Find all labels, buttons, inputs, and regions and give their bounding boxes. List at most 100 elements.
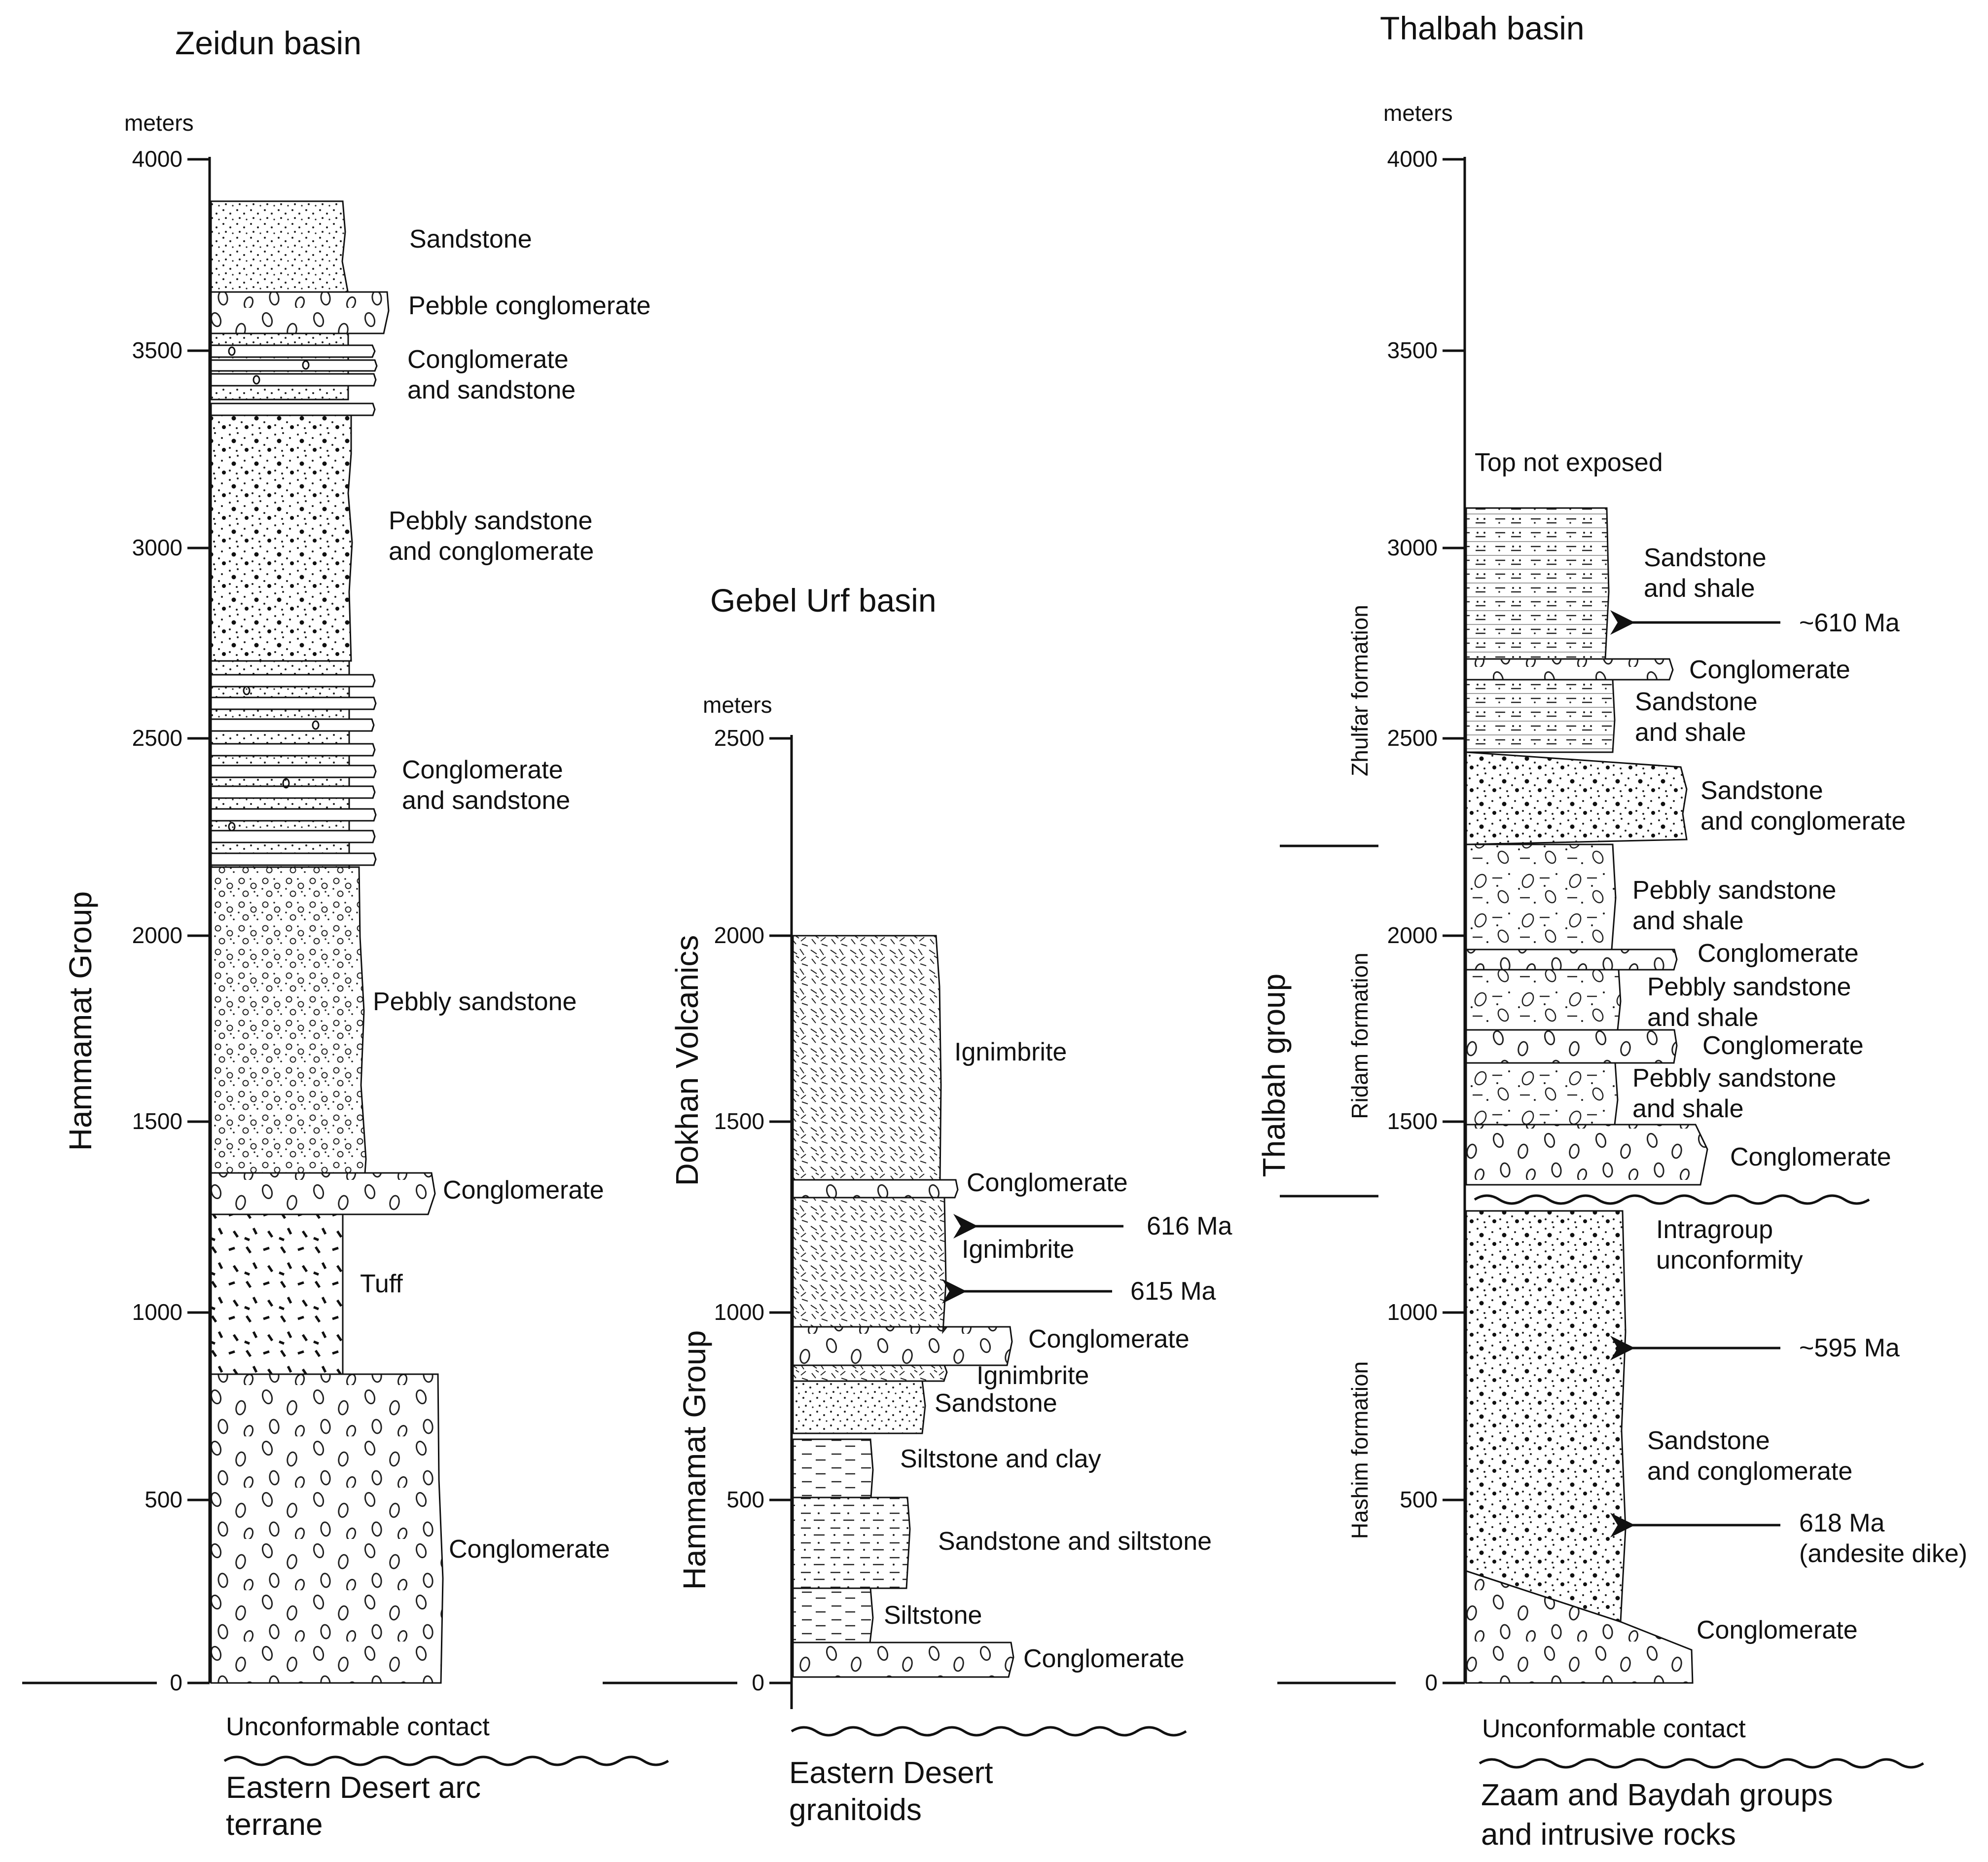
thalbah-ticks: 4000 3500 3000 2500 2000 1500 1000 500 0 [1387,146,1465,1695]
zeidun-column: Zeidun basin meters 4000 3500 3000 2500 … [22,25,669,1842]
zeidun-unit-tuff [210,1213,344,1375]
gebel-urf-column: Gebel Urf basin meters 2500 2000 1500 10… [603,582,1232,1827]
thalbah-label: Pebbly sandstone [1647,973,1851,1001]
thalbah-tick: 3000 [1387,535,1438,560]
thalbah-unit-sandstone-shale-lower [1465,679,1616,753]
gebel-urf-label: Siltstone and clay [900,1445,1101,1473]
thalbah-unit-conglomerate-base [1465,1570,1694,1684]
thalbah-top-note: Top not exposed [1475,448,1663,477]
thalbah-label: and shale [1647,1003,1759,1032]
zeidun-unit-cong-sandstone-upper [210,332,378,416]
thalbah-label: Sandstone [1635,688,1758,716]
zeidun-unit-pebbly-sandstone-conglomerate [210,414,353,662]
gebel-urf-ticks: 2500 2000 1500 1000 500 0 [714,725,792,1695]
gebel-urf-unit-conglomerate-upper [792,1179,959,1199]
gebel-urf-label: Conglomerate [1023,1644,1185,1673]
zeidun-label: Conglomerate [407,345,569,374]
thalbah-base-contact: Unconformable contact [1482,1715,1746,1743]
thalbah-unit-pebbly-shale-1 [1465,843,1617,950]
zeidun-label: Pebble conglomerate [408,292,651,320]
gebel-urf-label: Ignimbrite [976,1361,1089,1390]
gebel-urf-unit-sandstone-siltstone [792,1497,911,1589]
gebel-urf-basement: Eastern Desert [789,1756,993,1790]
gebel-urf-tick: 500 [726,1487,764,1512]
gebel-urf-basement: granitoids [789,1793,922,1827]
formation-label-zhulfar: Zhulfar formation [1347,605,1373,776]
intragroup-unconformity-symbol [1474,1194,1870,1205]
gebel-urf-labels: Ignimbrite Conglomerate Ignimbrite Congl… [884,1038,1212,1673]
thalbah-tick: 2500 [1387,725,1438,751]
thalbah-label: Sandstone [1700,776,1823,805]
zeidun-tick: 500 [145,1487,182,1512]
gebel-urf-axis-unit: meters [703,692,772,718]
zeidun-label: Tuff [360,1270,403,1298]
gebel-urf-unit-ignimbrite-upper [792,935,942,1181]
zeidun-basement: terrane [226,1808,323,1842]
zeidun-label: Conglomerate [443,1176,604,1205]
gebel-urf-unit-conglomerate-base [792,1642,1014,1678]
zeidun-base-contact: Unconformable contact [226,1713,490,1741]
thalbah-unit-sandstone-conglomerate-upper [1465,751,1688,845]
gebel-urf-unconformity-symbol [791,1726,1187,1737]
zeidun-tick: 3500 [132,337,182,363]
thalbah-label: and conglomerate [1647,1457,1852,1486]
zeidun-tick: 4000 [132,146,182,172]
age-label-615: 615 Ma [1130,1277,1216,1306]
gebel-urf-label: Ignimbrite [954,1038,1067,1066]
gebel-urf-label: Siltstone [884,1601,982,1630]
gebel-urf-unit-conglomerate-mid [792,1326,1013,1366]
thalbah-column: Thalbah basin meters 4000 3500 3000 2500… [1256,10,1967,1852]
gebel-urf-unit-siltstone-clay [792,1438,874,1498]
zeidun-unit-conglomerate-base [210,1373,444,1684]
thalbah-label: Sandstone [1647,1426,1770,1455]
thalbah-unit-sandstone-conglomerate-lower [1465,1210,1627,1623]
thalbah-basement: and intrusive rocks [1481,1818,1736,1852]
zeidun-tick: 2500 [132,725,182,751]
thalbah-group-label: Thalbah group [1256,974,1292,1177]
thalbah-label: Conglomerate [1697,1616,1858,1644]
thalbah-label: Conglomerate [1702,1031,1864,1060]
formation-label-hashim: Hashim formation [1347,1361,1373,1539]
thalbah-label: Intragroup [1656,1215,1773,1244]
gebel-urf-tick: 1500 [714,1108,764,1134]
thalbah-basement: Zaam and Baydah groups [1481,1778,1833,1812]
gebel-urf-tick: 0 [752,1670,764,1695]
zeidun-tick: 0 [170,1670,182,1695]
gebel-urf-label: Sandstone [935,1389,1057,1418]
zeidun-label: and sandstone [402,786,570,815]
zeidun-group-label: Hammamat Group [63,891,98,1151]
zeidun-label: Sandstone [409,225,532,254]
thalbah-axis-unit: meters [1383,100,1453,126]
age-label-618-note: (andesite dike) [1799,1539,1967,1568]
thalbah-label: and shale [1644,574,1755,603]
zeidun-tick: 1000 [132,1299,182,1325]
zeidun-axis-unit: meters [124,110,194,136]
gebel-urf-age-arrows: 616 Ma 615 Ma [942,1212,1232,1306]
gebel-urf-tick: 2000 [714,922,764,948]
thalbah-label: Pebbly sandstone [1632,1064,1836,1093]
gebel-urf-label: Sandstone and siltstone [938,1527,1212,1556]
thalbah-tick: 4000 [1387,146,1438,172]
gebel-urf-unit-siltstone [792,1587,874,1643]
gebel-urf-unit-ignimbrite-thin [792,1364,948,1382]
thalbah-label: Conglomerate [1730,1143,1891,1171]
gebel-urf-lithology [792,935,1014,1678]
zeidun-unit-sandstone [210,200,349,293]
thalbah-label: and shale [1635,718,1746,747]
gebel-urf-unit-ignimbrite-mid [792,1197,949,1334]
gebel-urf-label: Conglomerate [967,1168,1128,1197]
thalbah-label: and conglomerate [1700,807,1906,836]
gebel-urf-group-label-hammamat: Hammamat Group [677,1330,712,1590]
age-label-610: ~610 Ma [1799,609,1900,637]
thalbah-unit-conglomerate-3 [1465,1029,1678,1064]
zeidun-label: and sandstone [407,376,576,404]
thalbah-unconformity-symbol [1479,1758,1924,1769]
thalbah-label: unconformity [1656,1246,1803,1275]
thalbah-tick: 3500 [1387,337,1438,363]
zeidun-unit-pebbly-sandstone [210,866,367,1174]
zeidun-labels: Sandstone Pebble conglomerate Conglomera… [360,225,651,1564]
thalbah-label: Sandstone [1644,544,1767,572]
zeidun-label: Pebbly sandstone [373,987,577,1016]
zeidun-title: Zeidun basin [175,25,361,61]
thalbah-unit-sandstone-shale-upper [1465,507,1610,660]
